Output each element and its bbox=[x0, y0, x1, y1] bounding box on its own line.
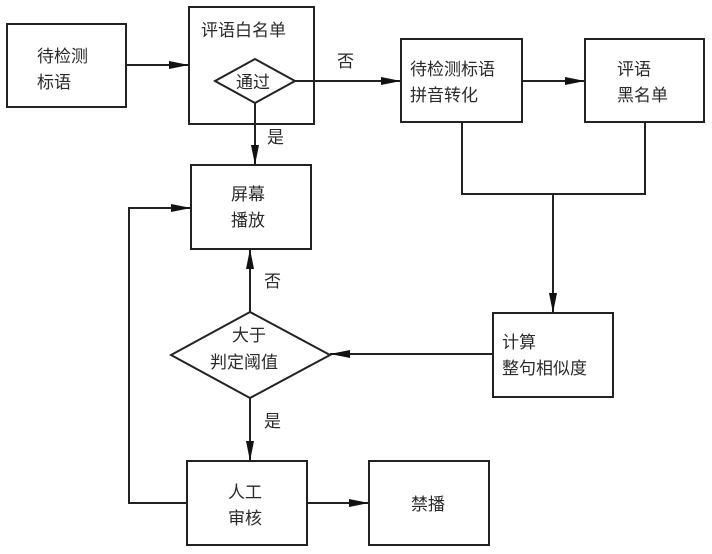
blacklist-line2: 黑名单 bbox=[617, 86, 668, 106]
screen-play-box bbox=[191, 165, 311, 249]
threshold-yes-label: 是 bbox=[264, 412, 281, 432]
whitelist-pass-label: 通过 bbox=[236, 73, 270, 93]
similarity-line1: 计算 bbox=[502, 333, 536, 353]
whitelist-no-label: 否 bbox=[337, 52, 354, 72]
pinyin-line2: 拼音转化 bbox=[410, 86, 478, 106]
input-slogan-line2: 标语 bbox=[37, 73, 71, 93]
blacklist-box bbox=[585, 39, 704, 122]
input-slogan-line1: 待检测 bbox=[37, 47, 88, 67]
whitelist-title: 评语白名单 bbox=[201, 21, 286, 41]
ban-label: 禁播 bbox=[411, 495, 445, 515]
pinyin-line1: 待检测标语 bbox=[410, 60, 495, 80]
similarity-line2: 整句相似度 bbox=[502, 359, 587, 379]
whitelist-yes-label: 是 bbox=[267, 128, 284, 148]
edge-review-to-screen bbox=[129, 208, 191, 503]
threshold-no-label: 否 bbox=[264, 272, 281, 292]
screen-play-line1: 屏幕 bbox=[231, 185, 265, 205]
screen-play-line2: 播放 bbox=[231, 211, 265, 231]
blacklist-line1: 评语 bbox=[617, 60, 651, 80]
manual-review-box bbox=[187, 461, 307, 545]
manual-review-line2: 审核 bbox=[228, 509, 262, 529]
pinyin-box bbox=[401, 39, 522, 122]
edge-merge bbox=[462, 122, 645, 194]
similarity-box bbox=[493, 313, 613, 397]
manual-review-line1: 人工 bbox=[228, 483, 262, 503]
threshold-line2: 判定阈值 bbox=[210, 353, 278, 373]
threshold-line1: 大于 bbox=[232, 326, 266, 346]
